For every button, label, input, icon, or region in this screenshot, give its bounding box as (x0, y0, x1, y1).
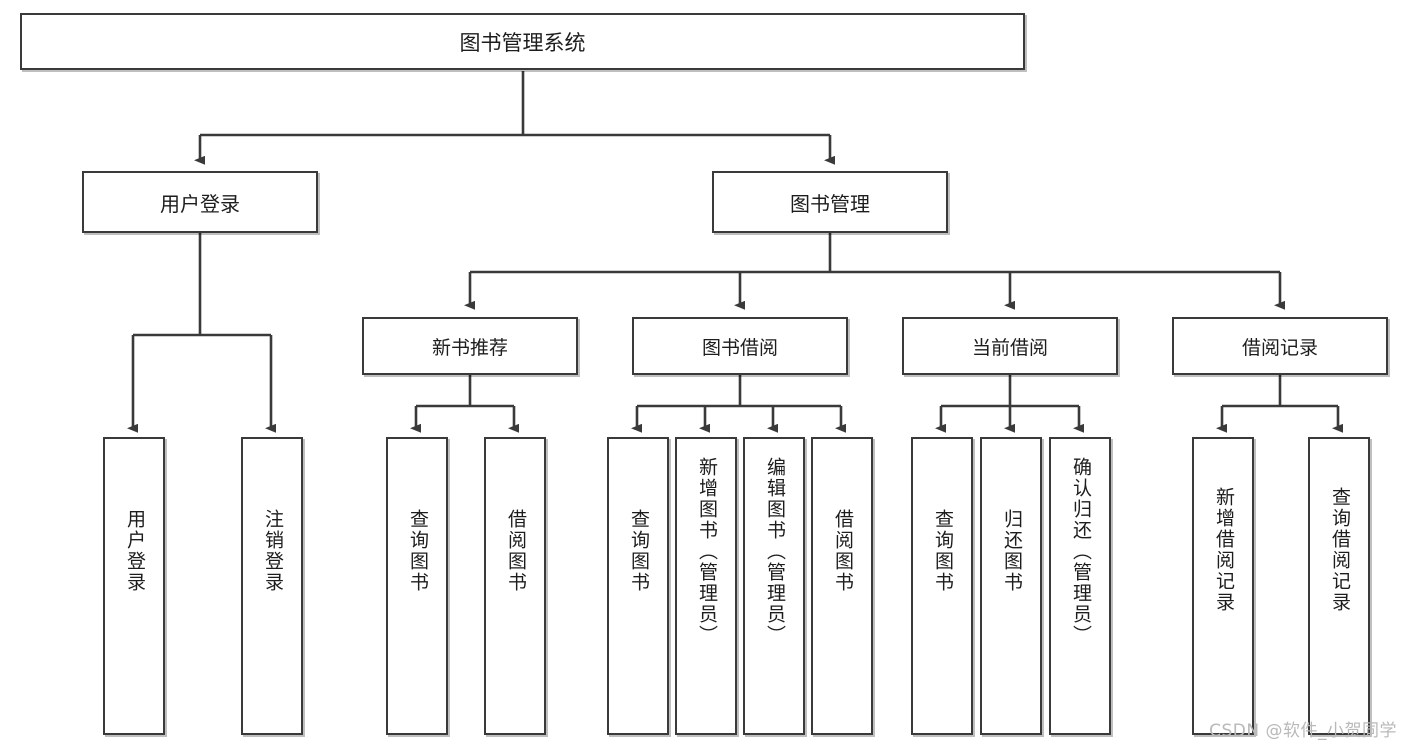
node-label: 借阅图书 (831, 509, 854, 593)
node-borrow-records[interactable]: 借阅记录 (1172, 317, 1388, 375)
leaf-add-borrow-record[interactable]: 新增借阅记录 (1192, 437, 1254, 735)
node-root-system[interactable]: 图书管理系统 (20, 13, 1025, 70)
node-label: 图书管理 (790, 191, 870, 216)
node-label: 新增图书（管理员） (695, 457, 718, 646)
leaf-query-books-borrow[interactable]: 查询图书 (607, 437, 669, 735)
node-label: 新增借阅记录 (1212, 487, 1235, 613)
node-label: 用户登录 (123, 509, 146, 593)
leaf-edit-book-admin[interactable]: 编辑图书（管理员） (743, 437, 805, 735)
node-label: 图书管理系统 (459, 30, 586, 55)
node-label: 图书借阅 (701, 336, 778, 359)
leaf-return-books[interactable]: 归还图书 (980, 437, 1042, 735)
node-book-management[interactable]: 图书管理 (712, 171, 948, 233)
node-label: 归还图书 (1000, 509, 1023, 593)
leaf-query-borrow-record[interactable]: 查询借阅记录 (1308, 437, 1370, 735)
node-user-login[interactable]: 用户登录 (82, 171, 318, 233)
leaf-borrow-books-borrow[interactable]: 借阅图书 (811, 437, 873, 735)
node-label: 查询图书 (931, 509, 954, 593)
node-label: 借阅图书 (504, 509, 527, 593)
leaf-query-books-recommend[interactable]: 查询图书 (386, 437, 448, 735)
node-label: 查询图书 (627, 509, 650, 593)
node-label: 借阅记录 (1241, 336, 1318, 359)
node-new-book-recommendation[interactable]: 新书推荐 (362, 317, 578, 375)
leaf-add-book-admin[interactable]: 新增图书（管理员） (675, 437, 737, 735)
watermark-csdn: CSDN @软件_小贺同学 (1209, 721, 1397, 741)
node-label: 新书推荐 (431, 336, 508, 359)
node-label: 注销登录 (261, 509, 284, 593)
node-book-borrow[interactable]: 图书借阅 (632, 317, 848, 375)
node-label: 查询图书 (406, 509, 429, 593)
node-label: 编辑图书（管理员） (763, 457, 786, 646)
leaf-confirm-return-admin[interactable]: 确认归还（管理员） (1049, 437, 1111, 735)
node-label: 查询借阅记录 (1328, 487, 1351, 613)
leaf-query-books-current[interactable]: 查询图书 (911, 437, 973, 735)
node-current-borrow[interactable]: 当前借阅 (902, 317, 1118, 375)
node-label: 确认归还（管理员） (1069, 457, 1092, 646)
node-label: 当前借阅 (971, 336, 1048, 359)
leaf-user-login[interactable]: 用户登录 (103, 437, 165, 735)
leaf-logout[interactable]: 注销登录 (241, 437, 303, 735)
leaf-borrow-books-recommend[interactable]: 借阅图书 (484, 437, 546, 735)
node-label: 用户登录 (160, 191, 240, 216)
